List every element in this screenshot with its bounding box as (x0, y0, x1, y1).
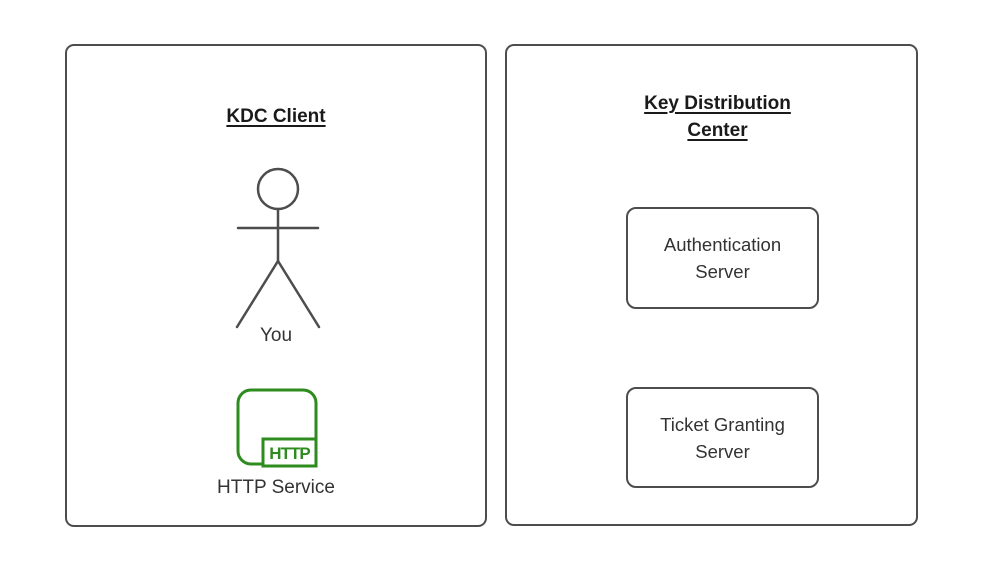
http-service-icon: HTTP (236, 388, 318, 468)
ticket-granting-server-node: Ticket Granting Server (626, 387, 819, 488)
key-distribution-center-title: Key Distribution Center (644, 93, 791, 141)
ticket-granting-server-label: Ticket Granting Server (660, 413, 785, 462)
kdc-client-panel: KDC Client You HTTP HTTP Service (65, 44, 487, 527)
key-distribution-center-panel: Key Distribution Center Authentication S… (505, 44, 918, 526)
authentication-server-label: Authentication Server (663, 234, 782, 282)
kdc-client-title: KDC Client (226, 106, 326, 127)
http-icon-text: HTTP (269, 444, 310, 463)
actor-label: You (259, 325, 293, 346)
authentication-server-node: Authentication Server (626, 207, 819, 309)
http-service-label: HTTP Service (217, 477, 335, 498)
person-icon (235, 167, 321, 329)
